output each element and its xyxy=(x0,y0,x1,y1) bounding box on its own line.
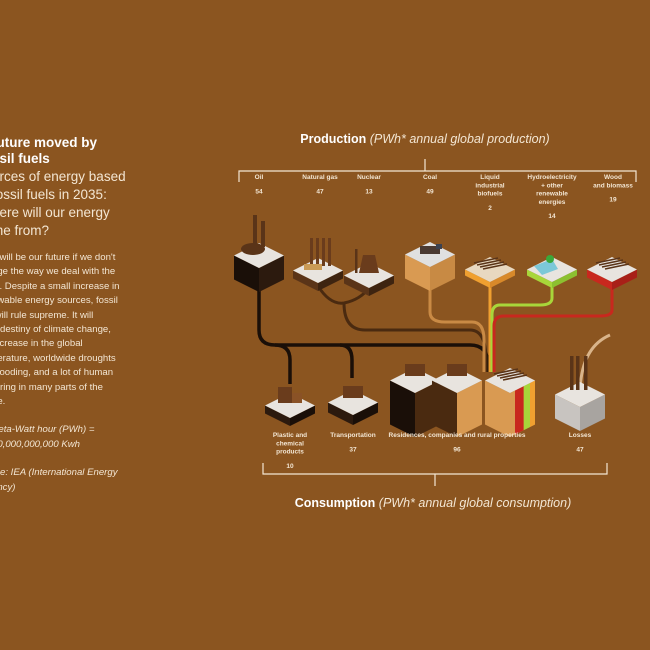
production-heading: Production (PWh* annual global productio… xyxy=(300,132,549,146)
production-3-label: Coal xyxy=(423,174,437,181)
intro-body: s will be our future if we don't nge the… xyxy=(0,252,120,408)
wood-biomass-icon xyxy=(595,257,630,270)
flow-oil-to-transport xyxy=(339,343,354,378)
cube-transportation xyxy=(328,390,378,425)
companies-icon xyxy=(447,364,467,376)
production-4-label: industrial xyxy=(475,182,504,189)
consumption-title: Consumption xyxy=(295,496,376,510)
transport-icon xyxy=(343,386,363,398)
production-0-label: Oil xyxy=(255,174,264,181)
nuclear-plant-icon xyxy=(355,249,379,273)
consumption-3-label: Losses xyxy=(569,432,592,439)
production-1-label: Natural gas xyxy=(302,174,338,181)
cube-plastic xyxy=(265,393,315,426)
intro-panel: future moved by ssil fuels urces of ener… xyxy=(0,135,142,495)
intro-subtitle-1: urces of energy based xyxy=(0,169,126,184)
intro-title-1: future moved by xyxy=(0,135,98,150)
residences-icon xyxy=(405,364,425,376)
production-5-value: 14 xyxy=(548,213,556,220)
production-bracket xyxy=(238,159,637,182)
production-6-label: Wood xyxy=(604,174,622,181)
losses-icon xyxy=(570,356,588,390)
coal-mine-icon xyxy=(420,244,442,254)
production-6-value: 19 xyxy=(609,197,617,204)
footnote: Peta-Watt hour (PWh) = 00,000,000,000 Kw… xyxy=(0,424,95,450)
oil-rig-icon xyxy=(241,215,265,255)
cube-wood xyxy=(587,257,637,290)
production-subtitle: (PWh* annual global production) xyxy=(370,132,550,146)
cube-losses xyxy=(555,382,605,431)
consumption-0-label: products xyxy=(276,449,304,456)
production-0-value: 54 xyxy=(255,188,263,195)
cube-residences-2 xyxy=(432,368,482,437)
flow-wood-to-residences xyxy=(492,288,614,372)
flow-lines xyxy=(257,285,614,396)
production-3: Coal 49 xyxy=(423,174,437,195)
intro-subtitle-3: here will our energy xyxy=(0,205,110,220)
gas-plant-icon xyxy=(304,238,331,270)
production-1: Natural gas 47 xyxy=(302,174,338,195)
production-2-label: Nuclear xyxy=(357,174,381,181)
consumption-2-value: 96 xyxy=(453,446,461,453)
consumption-heading: Consumption (PWh* annual global consumpt… xyxy=(295,496,572,510)
consumption-1-value: 37 xyxy=(349,446,357,453)
production-5: Hydroelectricity+ other renewableenergies… xyxy=(527,174,577,220)
consumption-1-label: Transportation xyxy=(330,432,376,439)
production-0: Oil 54 xyxy=(255,174,264,195)
consumption-bracket xyxy=(262,463,608,486)
cubes xyxy=(234,215,637,437)
production-5-label: Hydroelectricity xyxy=(527,174,577,181)
production-3-value: 49 xyxy=(426,188,434,195)
intro-title-2: ssil fuels xyxy=(0,151,50,166)
production-5-label: + other xyxy=(541,182,563,189)
rural-properties-icon xyxy=(493,368,528,381)
flow-hydro-to-residences xyxy=(490,286,554,372)
production-6-label: and biomass xyxy=(593,182,633,189)
production-4-value: 2 xyxy=(488,205,492,212)
intro-subtitle-2: fossil fuels in 2035: xyxy=(0,187,107,202)
biofuel-field-icon xyxy=(473,257,508,270)
consumption-2-label: Residences, companies and rural properti… xyxy=(389,432,526,439)
production-title: Production xyxy=(300,132,366,146)
consumption-subtitle: (PWh* annual global consumption) xyxy=(379,496,571,510)
consumption-0-label: chemical xyxy=(276,440,304,447)
cube-biofuels xyxy=(465,257,515,288)
production-1-value: 47 xyxy=(316,188,324,195)
production-4-label: Liquid xyxy=(480,174,500,181)
consumption-1: Transportation 37 xyxy=(330,432,376,453)
consumption-3: Losses 47 xyxy=(569,432,592,453)
flow-gas-to-residences xyxy=(342,302,488,372)
production-4-label: biofuels xyxy=(478,191,503,198)
cube-coal xyxy=(405,242,455,291)
chemical-plant-icon xyxy=(278,387,302,403)
production-2: Nuclear 13 xyxy=(357,174,381,195)
consumption-3-value: 47 xyxy=(576,446,584,453)
consumption-0-value: 10 xyxy=(286,463,294,470)
production-5-label: renewable xyxy=(536,191,568,198)
cube-residences-3 xyxy=(485,368,535,437)
source-note: rce: IEA (International Energy ency) xyxy=(0,467,118,493)
intro-subtitle-4: me from? xyxy=(0,223,50,238)
consumption-0-label: Plastic and xyxy=(273,432,307,439)
flow-oil-to-plastic xyxy=(274,343,292,384)
labels: Oil 54 Natural gas 47 Nuclear 13 Coal 49 Liquidi… xyxy=(255,174,634,470)
hydro-tree-icon xyxy=(534,255,558,275)
flow-coal-to-residences xyxy=(428,288,486,372)
production-5-label: energies xyxy=(539,199,566,206)
production-2-value: 13 xyxy=(365,188,373,195)
consumption-2: Residences, companies and rural properti… xyxy=(389,432,526,453)
